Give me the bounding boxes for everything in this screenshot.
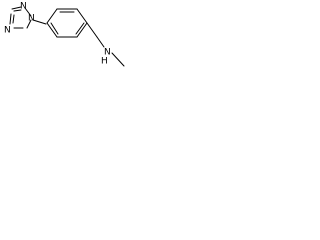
benzene-ring: [46, 8, 88, 38]
triazole-n-top-label: N: [20, 2, 27, 12]
benzene-inner-bond-3: [50, 22, 59, 35]
benzene-inner-bond-2: [75, 22, 85, 35]
triazole-bond-5: [11, 6, 22, 10]
triazole-ring: [9, 6, 32, 29]
ch2-amine-bond-2: [96, 36, 105, 48]
triazole-bond-2: [26, 19, 32, 29]
triazole-n-attach-label: N: [28, 14, 35, 24]
triazole-bond-5-inner: [13, 9, 22, 12]
amine-n-label: N: [104, 48, 111, 58]
triazole-bond-4: [9, 13, 12, 25]
benzene-bond-3: [76, 22, 88, 38]
triazole-ch2-bond: [32, 19, 47, 25]
benzene-bond-2: [76, 8, 88, 24]
chemical-structure: N N N N H: [4, 2, 125, 67]
ch2-amine-bond-1: [86, 22, 98, 38]
benzene-bond-6: [46, 8, 58, 24]
benzene-bond-5: [46, 22, 58, 38]
amine-h-label: H: [101, 57, 108, 67]
amine-methyl-bond: [111, 52, 125, 67]
triazole-n-left-label: N: [4, 26, 11, 36]
triazole-bond-1: [24, 7, 32, 17]
triazole-bond-4-inner: [12, 14, 15, 24]
